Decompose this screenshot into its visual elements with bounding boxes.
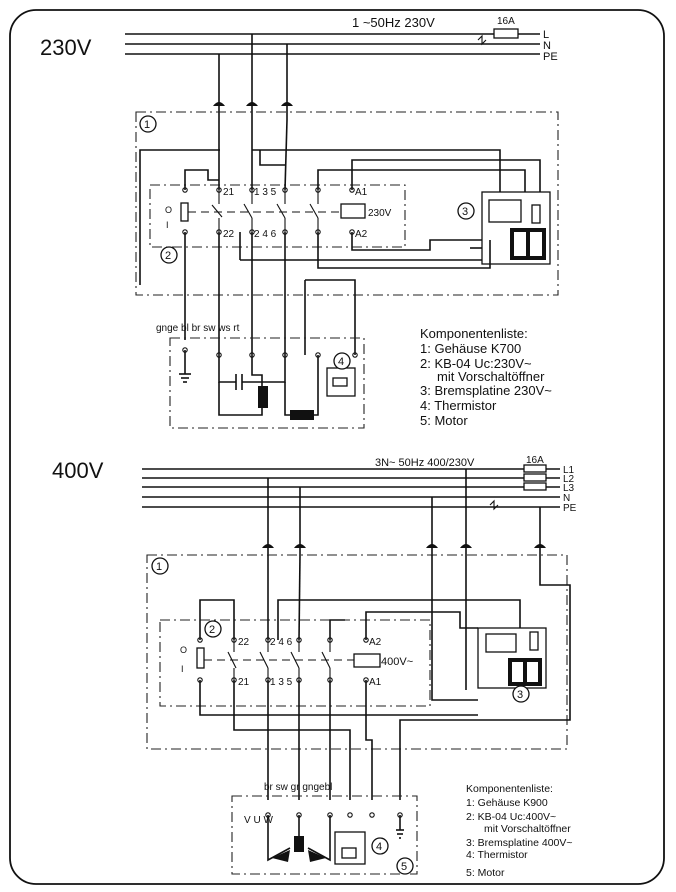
contactor-kb04-230v bbox=[149, 184, 406, 248]
terminal-21: 21 bbox=[223, 187, 235, 198]
ref-contactor-230v: 2 bbox=[165, 250, 171, 262]
terminal-246-b: 2 4 6 bbox=[270, 637, 293, 648]
ref-brake-230v: 3 bbox=[462, 206, 468, 218]
ref-thermistor-230v: 4 bbox=[338, 356, 344, 368]
contactor-kb04-400v bbox=[159, 619, 431, 707]
motor-box-230v bbox=[169, 337, 365, 429]
terminal-a1: A1 bbox=[355, 187, 368, 198]
housing-k900 bbox=[146, 554, 568, 750]
voltage-label-400v: 400V bbox=[52, 458, 104, 483]
component-item: 5: Motor bbox=[466, 867, 505, 879]
component-item: 2: KB-04 Uc:400V~ bbox=[466, 811, 556, 823]
fuse-label-230v: 16A bbox=[497, 16, 515, 27]
terminal-a2-b: A2 bbox=[369, 637, 382, 648]
terminal-135-b: 1 3 5 bbox=[270, 677, 293, 688]
line-label-n: N bbox=[543, 40, 551, 52]
coil-label-400v: 400V~ bbox=[381, 656, 413, 668]
component-item: 3: Bremsplatine 400V~ bbox=[466, 837, 573, 849]
component-item: mit Vorschaltöffner bbox=[484, 823, 571, 835]
component-list-400v: Komponentenliste: 1: Gehäuse K900 2: KB-… bbox=[466, 783, 573, 879]
fuse-230v bbox=[493, 28, 519, 39]
components-title-230v: Komponentenliste: bbox=[420, 326, 528, 341]
supply-label-400v: 3N~ 50Hz 400/230V bbox=[375, 457, 475, 469]
terminal-21-b: 21 bbox=[238, 677, 250, 688]
outer-frame bbox=[9, 9, 665, 885]
cable-colors-230v: gnge bl br sw ws rt bbox=[156, 323, 240, 334]
voltage-label-230v: 230V bbox=[40, 35, 92, 60]
terminal-246: 2 4 6 bbox=[254, 229, 277, 240]
terminal-a1-b: A1 bbox=[369, 677, 382, 688]
ref-housing-400v: 1 bbox=[156, 561, 162, 573]
motor-winding-1 bbox=[258, 386, 268, 408]
diagram-230v: 230V 1 ~50Hz 230V 16A L N PE 1 2 O I bbox=[40, 15, 559, 429]
motor-winding-2 bbox=[290, 410, 314, 420]
component-item: 5: Motor bbox=[420, 413, 468, 428]
terminal-22: 22 bbox=[223, 229, 235, 240]
ref-housing-230v: 1 bbox=[144, 119, 150, 131]
component-item: 4: Thermistor bbox=[466, 849, 528, 861]
line-label-n4: N bbox=[563, 493, 570, 504]
ref-contactor-400v: 2 bbox=[209, 624, 215, 636]
svg-text:I: I bbox=[181, 664, 184, 674]
terminal-22-b: 22 bbox=[238, 637, 250, 648]
supply-label-230v: 1 ~50Hz 230V bbox=[352, 15, 435, 30]
thermistor-400v bbox=[334, 831, 366, 865]
line-label-pe4: PE bbox=[563, 503, 577, 514]
components-title-400v: Komponentenliste: bbox=[466, 783, 553, 795]
terminal-a2: A2 bbox=[355, 229, 368, 240]
line-label-l1: L1 bbox=[563, 465, 575, 476]
housing-k700 bbox=[135, 111, 559, 296]
pe-symbol bbox=[477, 34, 487, 46]
component-item: mit Vorschaltöffner bbox=[437, 369, 545, 384]
component-item: 2: KB-04 Uc:230V~ bbox=[420, 356, 532, 371]
component-item: 3: Bremsplatine 230V~ bbox=[420, 383, 552, 398]
component-item: 4: Thermistor bbox=[420, 398, 497, 413]
svg-text:O: O bbox=[180, 645, 187, 655]
component-item: 1: Gehäuse K900 bbox=[466, 797, 548, 809]
line-label-l3: L3 bbox=[563, 483, 575, 494]
motor-box-400v bbox=[231, 795, 418, 875]
svg-text:O: O bbox=[165, 205, 172, 215]
svg-text:I: I bbox=[166, 220, 169, 230]
cable-colors-400v: br sw gr gngebl bbox=[264, 782, 332, 793]
diagram-400v: 400V 3N~ 50Hz 400/230V 16A L1 L2 L3 N PE… bbox=[52, 455, 577, 879]
ref-motor-400v: 5 bbox=[401, 861, 407, 873]
motor-star-windings bbox=[272, 836, 326, 862]
component-item: 1: Gehäuse K700 bbox=[420, 341, 521, 356]
ref-brake-400v: 3 bbox=[517, 689, 523, 701]
coil-label-230v: 230V bbox=[368, 208, 392, 219]
line-label-l: L bbox=[543, 29, 549, 41]
line-label-l2: L2 bbox=[563, 474, 575, 485]
motor-terminals: V U W bbox=[244, 815, 273, 826]
terminal-135: 1 3 5 bbox=[254, 187, 277, 198]
ref-thermistor-400v: 4 bbox=[376, 841, 382, 853]
line-label-pe: PE bbox=[543, 51, 558, 63]
fuse-label-400v: 16A bbox=[526, 455, 544, 466]
component-list-230v: Komponentenliste: 1: Gehäuse K700 2: KB-… bbox=[420, 326, 552, 428]
